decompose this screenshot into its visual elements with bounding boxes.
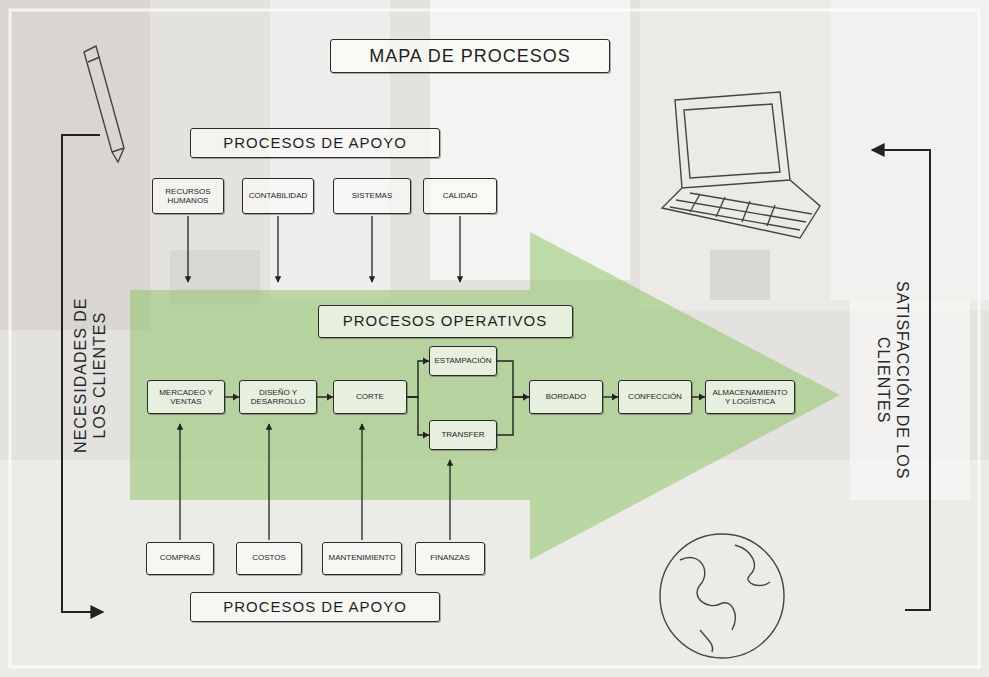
process-box: ALMACENAMIENTO Y LOGÍSTICA <box>705 380 795 414</box>
flow-arrow <box>130 232 840 560</box>
process-label: COSTOS <box>249 550 289 565</box>
flow-connector <box>603 394 618 401</box>
flow-connector <box>497 394 529 436</box>
group-header-text: PROCESOS OPERATIVOS <box>340 309 551 332</box>
process-label: ALMACENAMIENTO Y LOGÍSTICA <box>706 385 794 409</box>
flow-connector <box>407 358 429 398</box>
laptop-icon <box>662 92 820 238</box>
process-box: RECURSOS HUMANOS <box>152 178 224 214</box>
flow-connector <box>497 361 529 401</box>
process-box: MERCADEO Y VENTAS <box>147 380 225 414</box>
process-label: MANTENIMIENTO <box>326 550 399 565</box>
process-label: DISEÑO Y DESARROLLO <box>240 385 316 409</box>
support-arrows <box>180 216 460 540</box>
group-header-box: PROCESOS DE APOYO <box>190 128 440 158</box>
process-label: CONFECCIÓN <box>625 389 685 404</box>
connector-line <box>407 361 429 397</box>
group-header-box: PROCESOS OPERATIVOS <box>318 305 573 338</box>
process-box: CONFECCIÓN <box>618 380 692 414</box>
title-text: MAPA DE PROCESOS <box>366 43 574 70</box>
globe-icon <box>660 534 784 658</box>
process-box: CORTE <box>333 380 407 414</box>
process-label: RECURSOS HUMANOS <box>153 184 223 208</box>
group-header-box: PROCESOS DE APOYO <box>190 592 440 622</box>
process-box: ESTAMPACIÓN <box>429 346 497 376</box>
side-caption: NECESIDADES DE LOS CLIENTES <box>71 280 109 470</box>
process-label: MERCADEO Y VENTAS <box>148 385 224 409</box>
connector-line <box>497 397 529 435</box>
process-box: COSTOS <box>236 542 302 575</box>
process-label: CORTE <box>353 389 387 404</box>
process-label: ESTAMPACIÓN <box>431 353 494 368</box>
side-caption: SATISFACCIÓN DE LOS CLIENTES <box>874 280 912 480</box>
title-box: MAPA DE PROCESOS <box>330 39 610 73</box>
flow-connector <box>317 394 333 401</box>
process-label: FINANZAS <box>427 550 473 565</box>
process-label: SISTEMAS <box>349 188 395 203</box>
process-label: COMPRAS <box>157 550 203 565</box>
pencil-icon <box>84 46 124 162</box>
process-label: CALIDAD <box>440 188 481 203</box>
process-label: CONTABILIDAD <box>246 188 311 203</box>
process-box: MANTENIMIENTO <box>322 542 402 575</box>
process-box: DISEÑO Y DESARROLLO <box>239 380 317 414</box>
process-box: CONTABILIDAD <box>242 178 314 214</box>
process-box: COMPRAS <box>146 542 214 575</box>
process-label: BORDADO <box>543 389 589 404</box>
process-box: BORDADO <box>529 380 603 414</box>
group-header-text: PROCESOS DE APOYO <box>220 131 410 154</box>
flow-connector <box>692 394 705 401</box>
process-box: CALIDAD <box>423 178 497 214</box>
process-box: SISTEMAS <box>333 178 411 214</box>
process-box: TRANSFER <box>429 420 497 450</box>
flow-connector <box>225 394 239 401</box>
connector-line <box>497 361 529 397</box>
process-label: TRANSFER <box>438 427 487 442</box>
group-header-text: PROCESOS DE APOYO <box>220 595 410 618</box>
customer-bracket <box>62 135 930 612</box>
flow-connector <box>407 397 429 439</box>
connector-line <box>407 397 429 435</box>
process-box: FINANZAS <box>415 542 485 575</box>
